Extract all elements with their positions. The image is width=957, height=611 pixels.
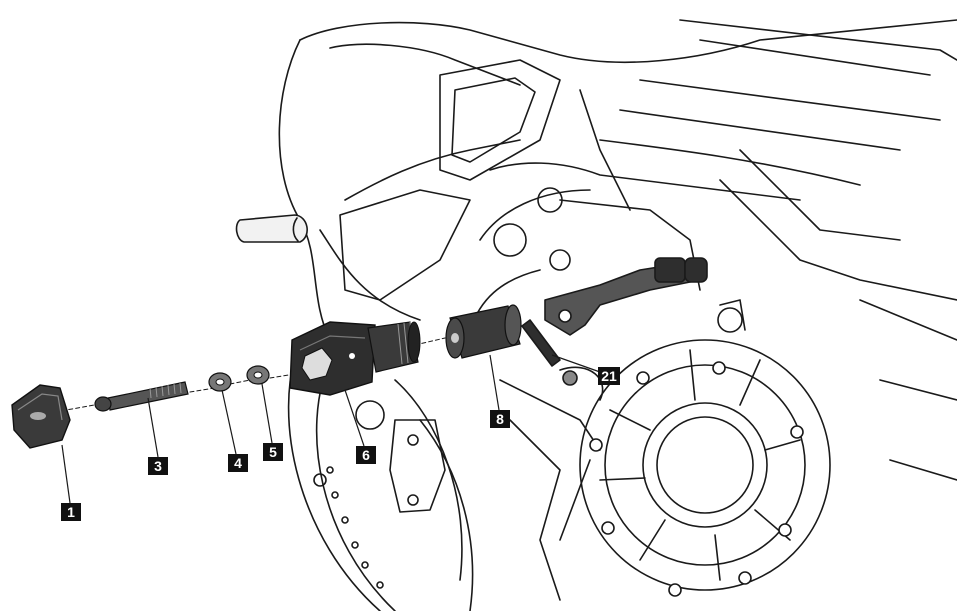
leader-line-6 (344, 389, 365, 447)
callout-3: 3 (148, 457, 168, 475)
part-8-spacer (445, 304, 522, 359)
callout-5: 5 (263, 443, 283, 461)
leader-lines (61, 354, 601, 504)
front-wheel (287, 339, 474, 611)
leader-line-4 (221, 389, 237, 455)
fairing-outline (278, 19, 957, 341)
part-1-end-cap (11, 384, 71, 449)
leader-line-21 (551, 354, 601, 373)
part-4-washer (208, 372, 232, 392)
engine-frame-lines (469, 149, 957, 601)
leader-line-3 (147, 397, 159, 458)
leader-line-5 (261, 383, 273, 444)
leader-line-8 (489, 354, 500, 411)
callout-21: 21 (598, 367, 620, 385)
callout-4: 4 (228, 454, 248, 472)
leader-line-1 (61, 444, 71, 504)
part-6-slider (289, 321, 421, 396)
part-3-bolt (94, 381, 189, 412)
engine-cover (579, 339, 831, 591)
assembly-axis-line (54, 337, 446, 413)
frame-mount-boss (559, 366, 604, 401)
part-5-washer (246, 365, 270, 385)
callout-8: 8 (490, 410, 510, 428)
engine-cover-bolts (589, 361, 804, 597)
footpeg-stub (235, 214, 308, 243)
callout-6: 6 (356, 446, 376, 464)
shift-lever (521, 257, 708, 367)
callout-1: 1 (61, 503, 81, 521)
